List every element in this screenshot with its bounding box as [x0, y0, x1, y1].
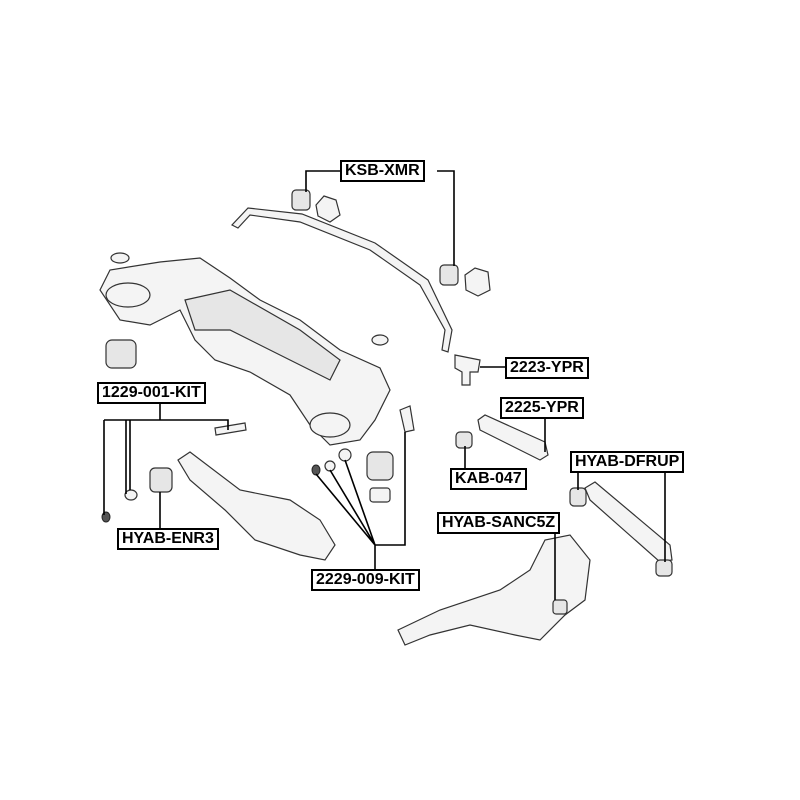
label-1229-001-kit[interactable]: 1229-001-KIT	[97, 382, 206, 404]
label-hyab-dfrup[interactable]: HYAB-DFRUP	[570, 451, 685, 473]
nut-2229	[311, 464, 321, 476]
bushing-kab-047	[455, 431, 473, 449]
washer-1229	[124, 489, 138, 501]
subframe-bracket	[369, 487, 391, 503]
bolt-2229	[399, 405, 415, 433]
stabilizer-bushing-1	[291, 189, 311, 211]
label-2225-ypr[interactable]: 2225-YPR	[500, 397, 584, 419]
label-hyab-enr3[interactable]: HYAB-ENR3	[117, 528, 219, 550]
bushing-hyab-sanc5z	[552, 599, 568, 615]
stabilizer-bar	[231, 207, 453, 353]
stabilizer-clamp-2	[464, 267, 491, 297]
subframe-mount-right	[309, 412, 351, 438]
label-hyab-sanc5z[interactable]: HYAB-SANC5Z	[437, 512, 561, 534]
bolt-1229	[214, 422, 247, 436]
upper-arm-2225	[477, 414, 549, 461]
washer-2229-a	[324, 460, 336, 472]
label-2229-009-kit[interactable]: 2229-009-KIT	[311, 569, 420, 591]
label-2223-ypr[interactable]: 2223-YPR	[505, 357, 589, 379]
washer-2229-b	[338, 448, 352, 462]
subframe-bushing-right	[366, 451, 394, 481]
bushing-hyab-dfrup-2	[655, 559, 673, 577]
subframe-bushing-left	[105, 339, 137, 369]
trailing-arm-knuckle	[397, 534, 591, 646]
bushing-hyab-dfrup-1	[569, 487, 587, 507]
leader-lines	[103, 170, 666, 600]
bushing-hyab-enr3	[149, 467, 173, 493]
subframe-mount-left	[105, 282, 151, 308]
stabilizer-link	[454, 354, 481, 386]
stabilizer-bushing-2	[439, 264, 459, 286]
lower-arm	[177, 451, 336, 561]
subframe	[99, 257, 391, 446]
washer-left	[110, 252, 130, 264]
subframe-crossmember	[184, 289, 341, 381]
label-kab-047[interactable]: KAB-047	[450, 468, 527, 490]
rear-link-dfrup	[584, 481, 673, 563]
stabilizer-clamp-1	[315, 195, 341, 223]
washer-right	[371, 334, 389, 346]
label-ksb-xmr[interactable]: KSB-XMR	[340, 160, 425, 182]
